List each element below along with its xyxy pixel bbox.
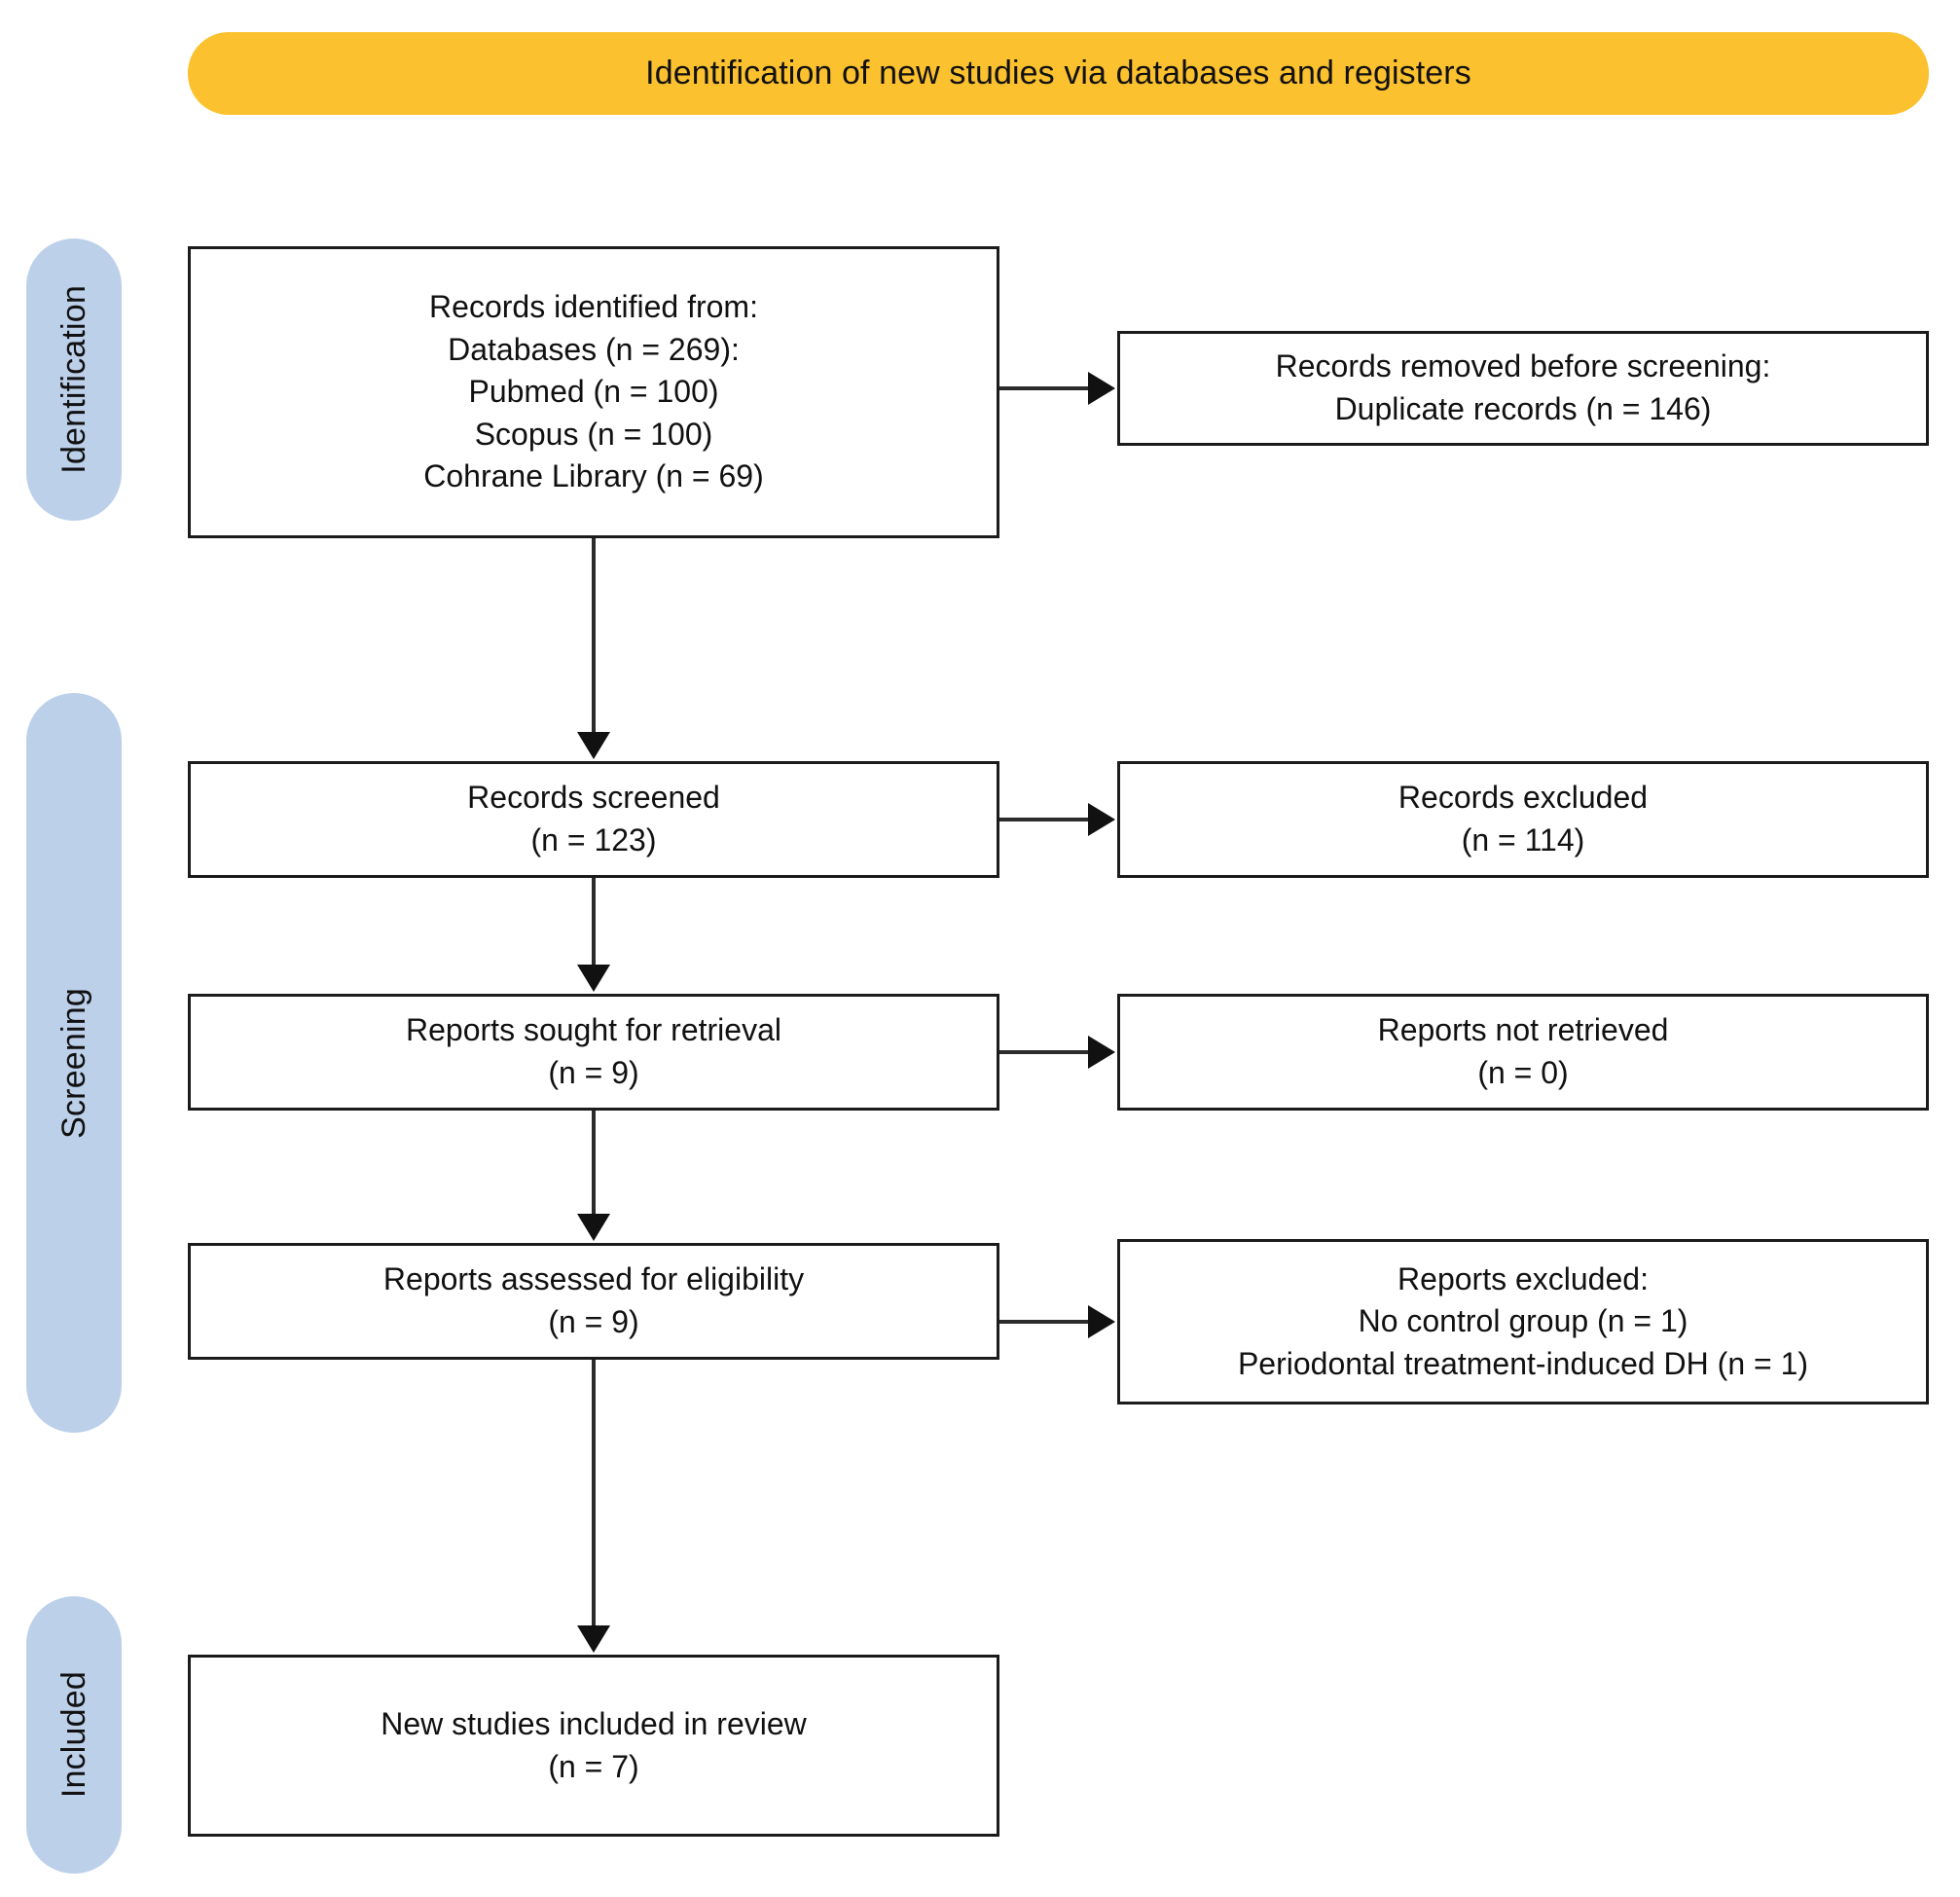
connector-sought-to-assessed (592, 1111, 596, 1217)
box-line: Reports assessed for eligibility (382, 1261, 805, 1297)
connector-assessed-to-included (592, 1360, 596, 1628)
box-line: New studies included in review (381, 1705, 807, 1741)
box-records-removed: Records removed before screening: Duplic… (1117, 331, 1929, 446)
box-records-identified: Records identified from: Databases (n = … (188, 246, 999, 538)
stage-label-screening: Screening (54, 987, 92, 1139)
arrow-right-icon (1088, 1036, 1115, 1069)
connector-identified-to-removed (999, 386, 1090, 390)
box-line: No control group (n = 1) (1358, 1303, 1688, 1339)
box-line: Reports excluded: (1397, 1260, 1649, 1296)
box-line: Reports not retrieved (1377, 1012, 1669, 1048)
box-reports-assessed: Reports assessed for eligibility (n = 9) (188, 1243, 999, 1360)
box-line: (n = 9) (548, 1055, 639, 1090)
box-reports-not-retrieved: Reports not retrieved (n = 0) (1117, 994, 1929, 1111)
box-line: (n = 7) (548, 1748, 639, 1784)
box-line: Records removed before screening: (1275, 348, 1771, 384)
arrow-down-icon (577, 1214, 610, 1241)
box-line: Periodontal treatment-induced DH (n = 1) (1237, 1345, 1809, 1381)
box-line: Databases (n = 269): (448, 331, 740, 367)
arrow-right-icon (1088, 1305, 1115, 1338)
stage-rail-included: Included (26, 1596, 122, 1874)
box-line: Cohrane Library (n = 69) (423, 458, 764, 494)
connector-identified-to-screened (592, 538, 596, 735)
arrow-down-icon (577, 1625, 610, 1653)
box-line: (n = 9) (548, 1304, 639, 1339)
box-records-screened: Records screened (n = 123) (188, 761, 999, 878)
box-line: Records identified from: (429, 289, 758, 325)
box-line: Reports sought for retrieval (406, 1012, 781, 1048)
arrow-right-icon (1088, 803, 1115, 836)
stage-label-identification: Identification (54, 285, 92, 474)
box-line: Scopus (n = 100) (474, 416, 713, 452)
box-line: Records excluded (1397, 780, 1649, 816)
box-line: Records screened (467, 780, 720, 816)
arrow-down-icon (577, 965, 610, 992)
box-line: (n = 0) (1477, 1055, 1569, 1090)
box-line: Pubmed (n = 100) (468, 374, 719, 410)
banner-title: Identification of new studies via databa… (645, 55, 1471, 91)
arrow-down-icon (577, 732, 610, 759)
connector-screened-to-excluded (999, 818, 1090, 821)
stage-label-included: Included (54, 1671, 92, 1799)
connector-screened-to-sought (592, 878, 596, 967)
box-records-excluded: Records excluded (n = 114) (1117, 761, 1929, 878)
box-line: (n = 123) (530, 822, 657, 857)
box-line: (n = 114) (1461, 822, 1585, 857)
connector-sought-to-notretrieved (999, 1050, 1090, 1054)
stage-rail-screening: Screening (26, 693, 122, 1433)
box-new-studies-included: New studies included in review (n = 7) (188, 1655, 999, 1837)
arrow-right-icon (1088, 372, 1115, 405)
stage-rail-identification: Identification (26, 238, 122, 521)
box-reports-excluded: Reports excluded: No control group (n = … (1117, 1239, 1929, 1405)
diagram-banner: Identification of new studies via databa… (188, 32, 1929, 115)
box-reports-sought: Reports sought for retrieval (n = 9) (188, 994, 999, 1111)
connector-assessed-to-excluded (999, 1320, 1090, 1324)
box-line: Duplicate records (n = 146) (1334, 391, 1712, 426)
